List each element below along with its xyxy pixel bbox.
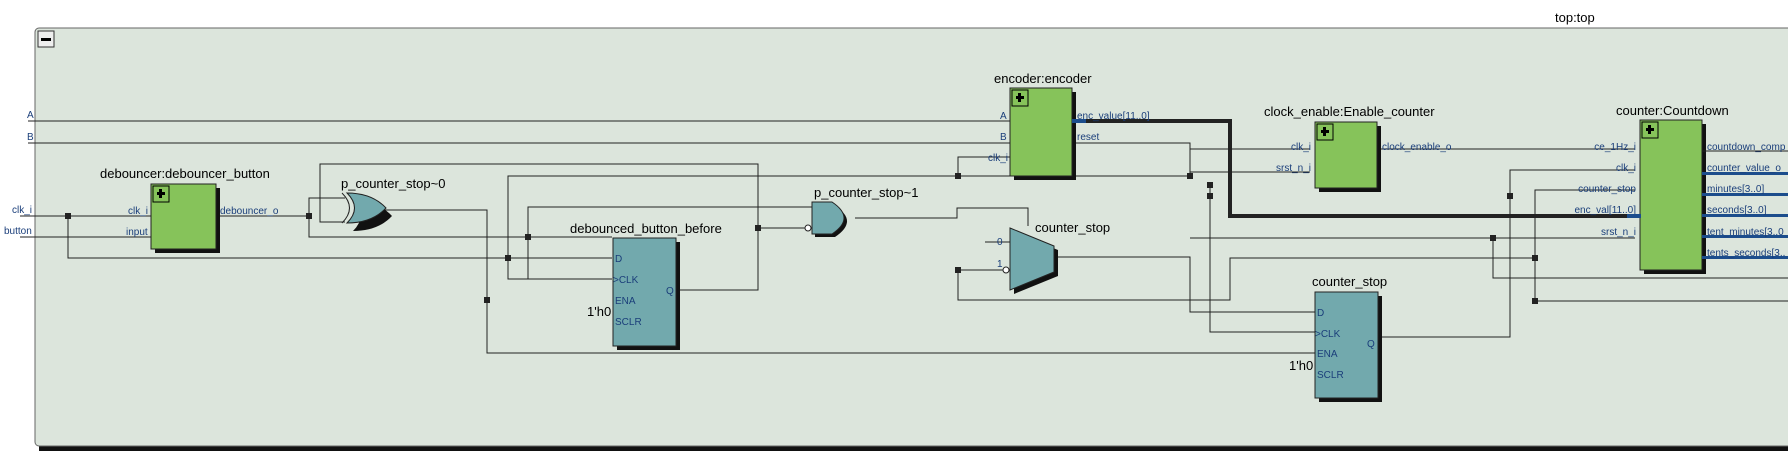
debouncer-input-port: input xyxy=(126,227,148,238)
dff1-clk-port: >CLK xyxy=(613,275,639,286)
counter-input-port: ce_1Hz_i xyxy=(1594,142,1636,153)
top-container xyxy=(34,27,1788,447)
counter-output-buses xyxy=(1702,172,1788,259)
expand-icon[interactable] xyxy=(152,185,170,203)
dff2-clk-port: >CLK xyxy=(1315,329,1341,340)
counter-output-port: countdown_comp xyxy=(1707,142,1786,153)
dff2-ena-port: ENA xyxy=(1317,349,1338,360)
mux-counter-stop[interactable]: counter_stop 0 1 xyxy=(997,220,1110,294)
collapse-icon[interactable] xyxy=(37,30,55,48)
encoder-title: encoder:encoder xyxy=(994,71,1092,86)
xor-title: p_counter_stop~0 xyxy=(341,176,445,191)
expand-icon[interactable] xyxy=(1641,121,1659,139)
counter-input-port: srst_n_i xyxy=(1601,227,1636,238)
encoder-bus-stub xyxy=(1072,119,1086,123)
dff-debounced-button-before[interactable]: debounced_button_before D >CLK ENA SCLR … xyxy=(570,221,722,350)
counter-input-port: counter_stop xyxy=(1578,184,1636,195)
dff2-d-port: D xyxy=(1317,308,1324,319)
encoder-reset-port: reset xyxy=(1077,132,1099,143)
mux-const-0: 0 xyxy=(997,237,1003,248)
debouncer-clk-port: clk_i xyxy=(128,206,148,217)
clock-enable-srst-port: srst_n_i xyxy=(1276,163,1311,174)
dff1-q-port: Q xyxy=(666,286,674,297)
counter-input-port: clk_i xyxy=(1616,163,1636,174)
counter-output-port: tents_seconds[3.. xyxy=(1707,248,1785,259)
debouncer-output-port: debouncer_o xyxy=(220,206,279,217)
expand-icon[interactable] xyxy=(1316,123,1334,141)
encoder-module[interactable]: encoder:encoder A B clk_i enc_value[11..… xyxy=(988,71,1150,180)
dff2-sclr-port: SCLR xyxy=(1317,370,1344,381)
counter-input-ports: ce_1Hz_i clk_i counter_stop enc_val[11..… xyxy=(1574,142,1636,238)
dff2-constant: 1'h0 xyxy=(1289,358,1313,373)
counter-title: counter:Countdown xyxy=(1616,103,1729,118)
clock-enable-title: clock_enable:Enable_counter xyxy=(1264,104,1435,119)
dff1-constant: 1'h0 xyxy=(587,304,611,319)
encoder-clk-port: clk_i xyxy=(988,153,1008,164)
input-b-label: B xyxy=(27,132,34,143)
input-button-label: button xyxy=(4,226,32,237)
and-gate[interactable]: p_counter_stop~1 xyxy=(804,185,918,237)
counter-input-port: enc_val[11..0] xyxy=(1574,205,1636,216)
dff1-ena-port: ENA xyxy=(615,296,636,307)
dff2-title: counter_stop xyxy=(1312,274,1387,289)
encoder-value-port: enc_value[11..0] xyxy=(1077,111,1150,122)
encoder-a-port: A xyxy=(1000,111,1007,122)
mux-title: counter_stop xyxy=(1035,220,1110,235)
dff2-q-port: Q xyxy=(1367,339,1375,350)
input-clk-label: clk_i xyxy=(12,205,32,216)
counter-bus-stub xyxy=(1627,214,1641,218)
counter-output-ports: countdown_comp counter_value_o minutes[3… xyxy=(1707,142,1786,259)
expand-icon[interactable] xyxy=(1011,89,1029,107)
dff-counter-stop[interactable]: counter_stop D >CLK ENA SCLR Q 1'h0 xyxy=(1289,274,1387,402)
xor-gate[interactable]: p_counter_stop~0 xyxy=(341,176,445,231)
top-title: top:top xyxy=(1555,10,1595,25)
counter-module[interactable]: counter:Countdown ce_1Hz_i clk_i counter… xyxy=(1574,103,1788,274)
input-a-label: A xyxy=(27,110,34,121)
clock-enable-module[interactable]: clock_enable:Enable_counter clk_i srst_n… xyxy=(1264,104,1452,192)
debouncer-module[interactable]: debouncer:debouncer_button clk_i input d… xyxy=(100,166,279,253)
counter-output-port: minutes[3..0] xyxy=(1707,184,1764,195)
counter-output-port: seconds[3..0] xyxy=(1707,205,1767,216)
clock-enable-output-port: clock_enable_o xyxy=(1382,142,1452,153)
dff1-title: debounced_button_before xyxy=(570,221,722,236)
and-title: p_counter_stop~1 xyxy=(814,185,918,200)
dff1-d-port: D xyxy=(615,254,622,265)
counter-output-port: tent_minutes[3..0 xyxy=(1707,227,1784,238)
mux-const-1: 1 xyxy=(997,259,1003,270)
debouncer-title: debouncer:debouncer_button xyxy=(100,166,270,181)
dff1-sclr-port: SCLR xyxy=(615,317,642,328)
clock-enable-clk-port: clk_i xyxy=(1291,142,1311,153)
counter-output-port: counter_value_o xyxy=(1707,163,1781,174)
enc-value-bus xyxy=(1075,119,1645,218)
junction-dots xyxy=(65,173,1538,304)
encoder-b-port: B xyxy=(1000,132,1007,143)
